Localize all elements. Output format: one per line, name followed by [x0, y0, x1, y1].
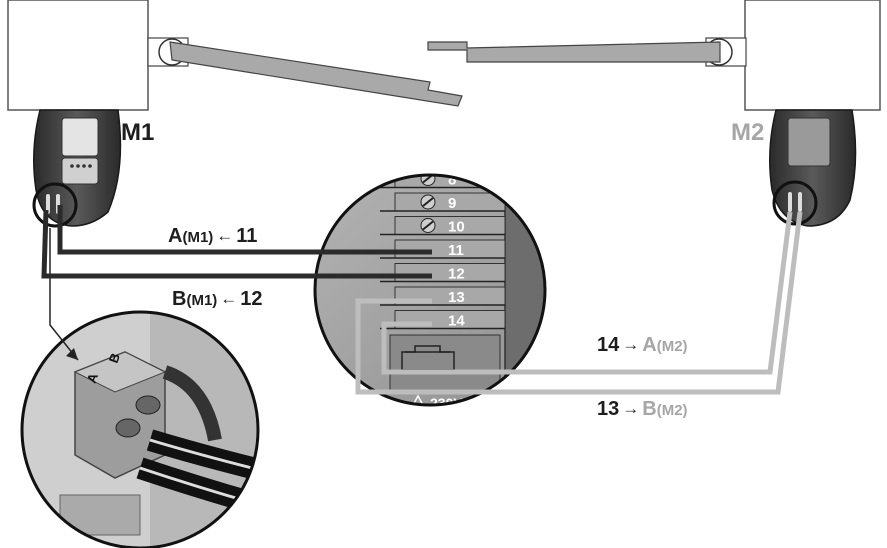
wire-b-m2-motor: (M2) — [656, 402, 688, 419]
terminal-number: 12 — [448, 266, 465, 283]
terminal-number: 9 — [448, 195, 456, 212]
wire-b-m1-terminal: 12 — [240, 288, 263, 310]
power-label: 230V — [430, 395, 463, 411]
wire-a-m2-motor: (M2) — [656, 338, 688, 355]
terminal-number: 13 — [448, 289, 465, 306]
wire-b-m2-label: 13→B(M2) — [597, 399, 688, 419]
terminal-row: 9 — [380, 192, 506, 212]
terminal-screw-icon — [421, 148, 435, 162]
left-pillar — [7, 0, 149, 111]
wire-b-m1-motor: (M1) — [186, 292, 218, 309]
wire-a-m1-letter: A — [168, 225, 183, 247]
terminal-number: 7 — [448, 148, 456, 165]
right-pillar — [744, 0, 881, 111]
arrow-right-icon: → — [622, 399, 640, 418]
m1-label: M1 — [121, 119, 155, 146]
warning-triangle-icon — [410, 394, 426, 405]
left-gate-leaf — [169, 41, 463, 107]
wire-a-m1-motor: (M1) — [182, 229, 214, 246]
wire-a-m1-line — [57, 205, 432, 255]
terminal-block-zoom: 7 8 9 10 11 12 13 14 230V — [313, 146, 547, 411]
arrow-right-icon: → — [622, 335, 640, 354]
m1-motor — [32, 109, 122, 228]
wire-a-m2-label: 14→A(M2) — [597, 335, 688, 355]
connector-pointer-arrowhead — [66, 348, 78, 360]
m1-connector-ring — [32, 182, 78, 228]
terminal-row: 12 — [380, 263, 506, 283]
terminal-number: 11 — [448, 242, 464, 259]
right-gate-leaf — [427, 41, 721, 63]
terminal-row: 7 — [380, 146, 505, 165]
wire-a-m2-letter: A — [642, 334, 657, 356]
connector-zoom: A B — [20, 310, 260, 548]
m2-label: M2 — [731, 119, 765, 146]
wire-b-m2-line — [355, 211, 803, 395]
m2-connector-ring — [772, 180, 818, 226]
wire-a-m1-label: A(M1)←11 — [168, 226, 257, 246]
connector-pointer-line — [49, 228, 79, 361]
arrow-left-icon: ← — [220, 289, 238, 308]
terminal-row: 10 — [380, 216, 506, 236]
wire-b-m1-line — [41, 209, 432, 279]
m2-motor — [769, 109, 857, 227]
wire-b-m1-letter: B — [172, 288, 187, 310]
terminal-number: 8 — [448, 172, 456, 189]
wire-b-m2-letter: B — [642, 398, 657, 420]
wire-b-m1-label: B(M1)←12 — [172, 289, 263, 309]
arrow-left-icon: ← — [216, 226, 234, 245]
terminal-number: 10 — [448, 219, 465, 236]
terminal-row: 14 — [380, 310, 506, 330]
wire-a-m1-terminal: 11 — [236, 225, 258, 247]
terminal-number: 14 — [448, 313, 465, 330]
wire-a-m2-terminal: 14 — [597, 334, 620, 356]
wire-a-m2-line — [381, 211, 793, 375]
wire-b-m2-terminal: 13 — [597, 398, 620, 420]
